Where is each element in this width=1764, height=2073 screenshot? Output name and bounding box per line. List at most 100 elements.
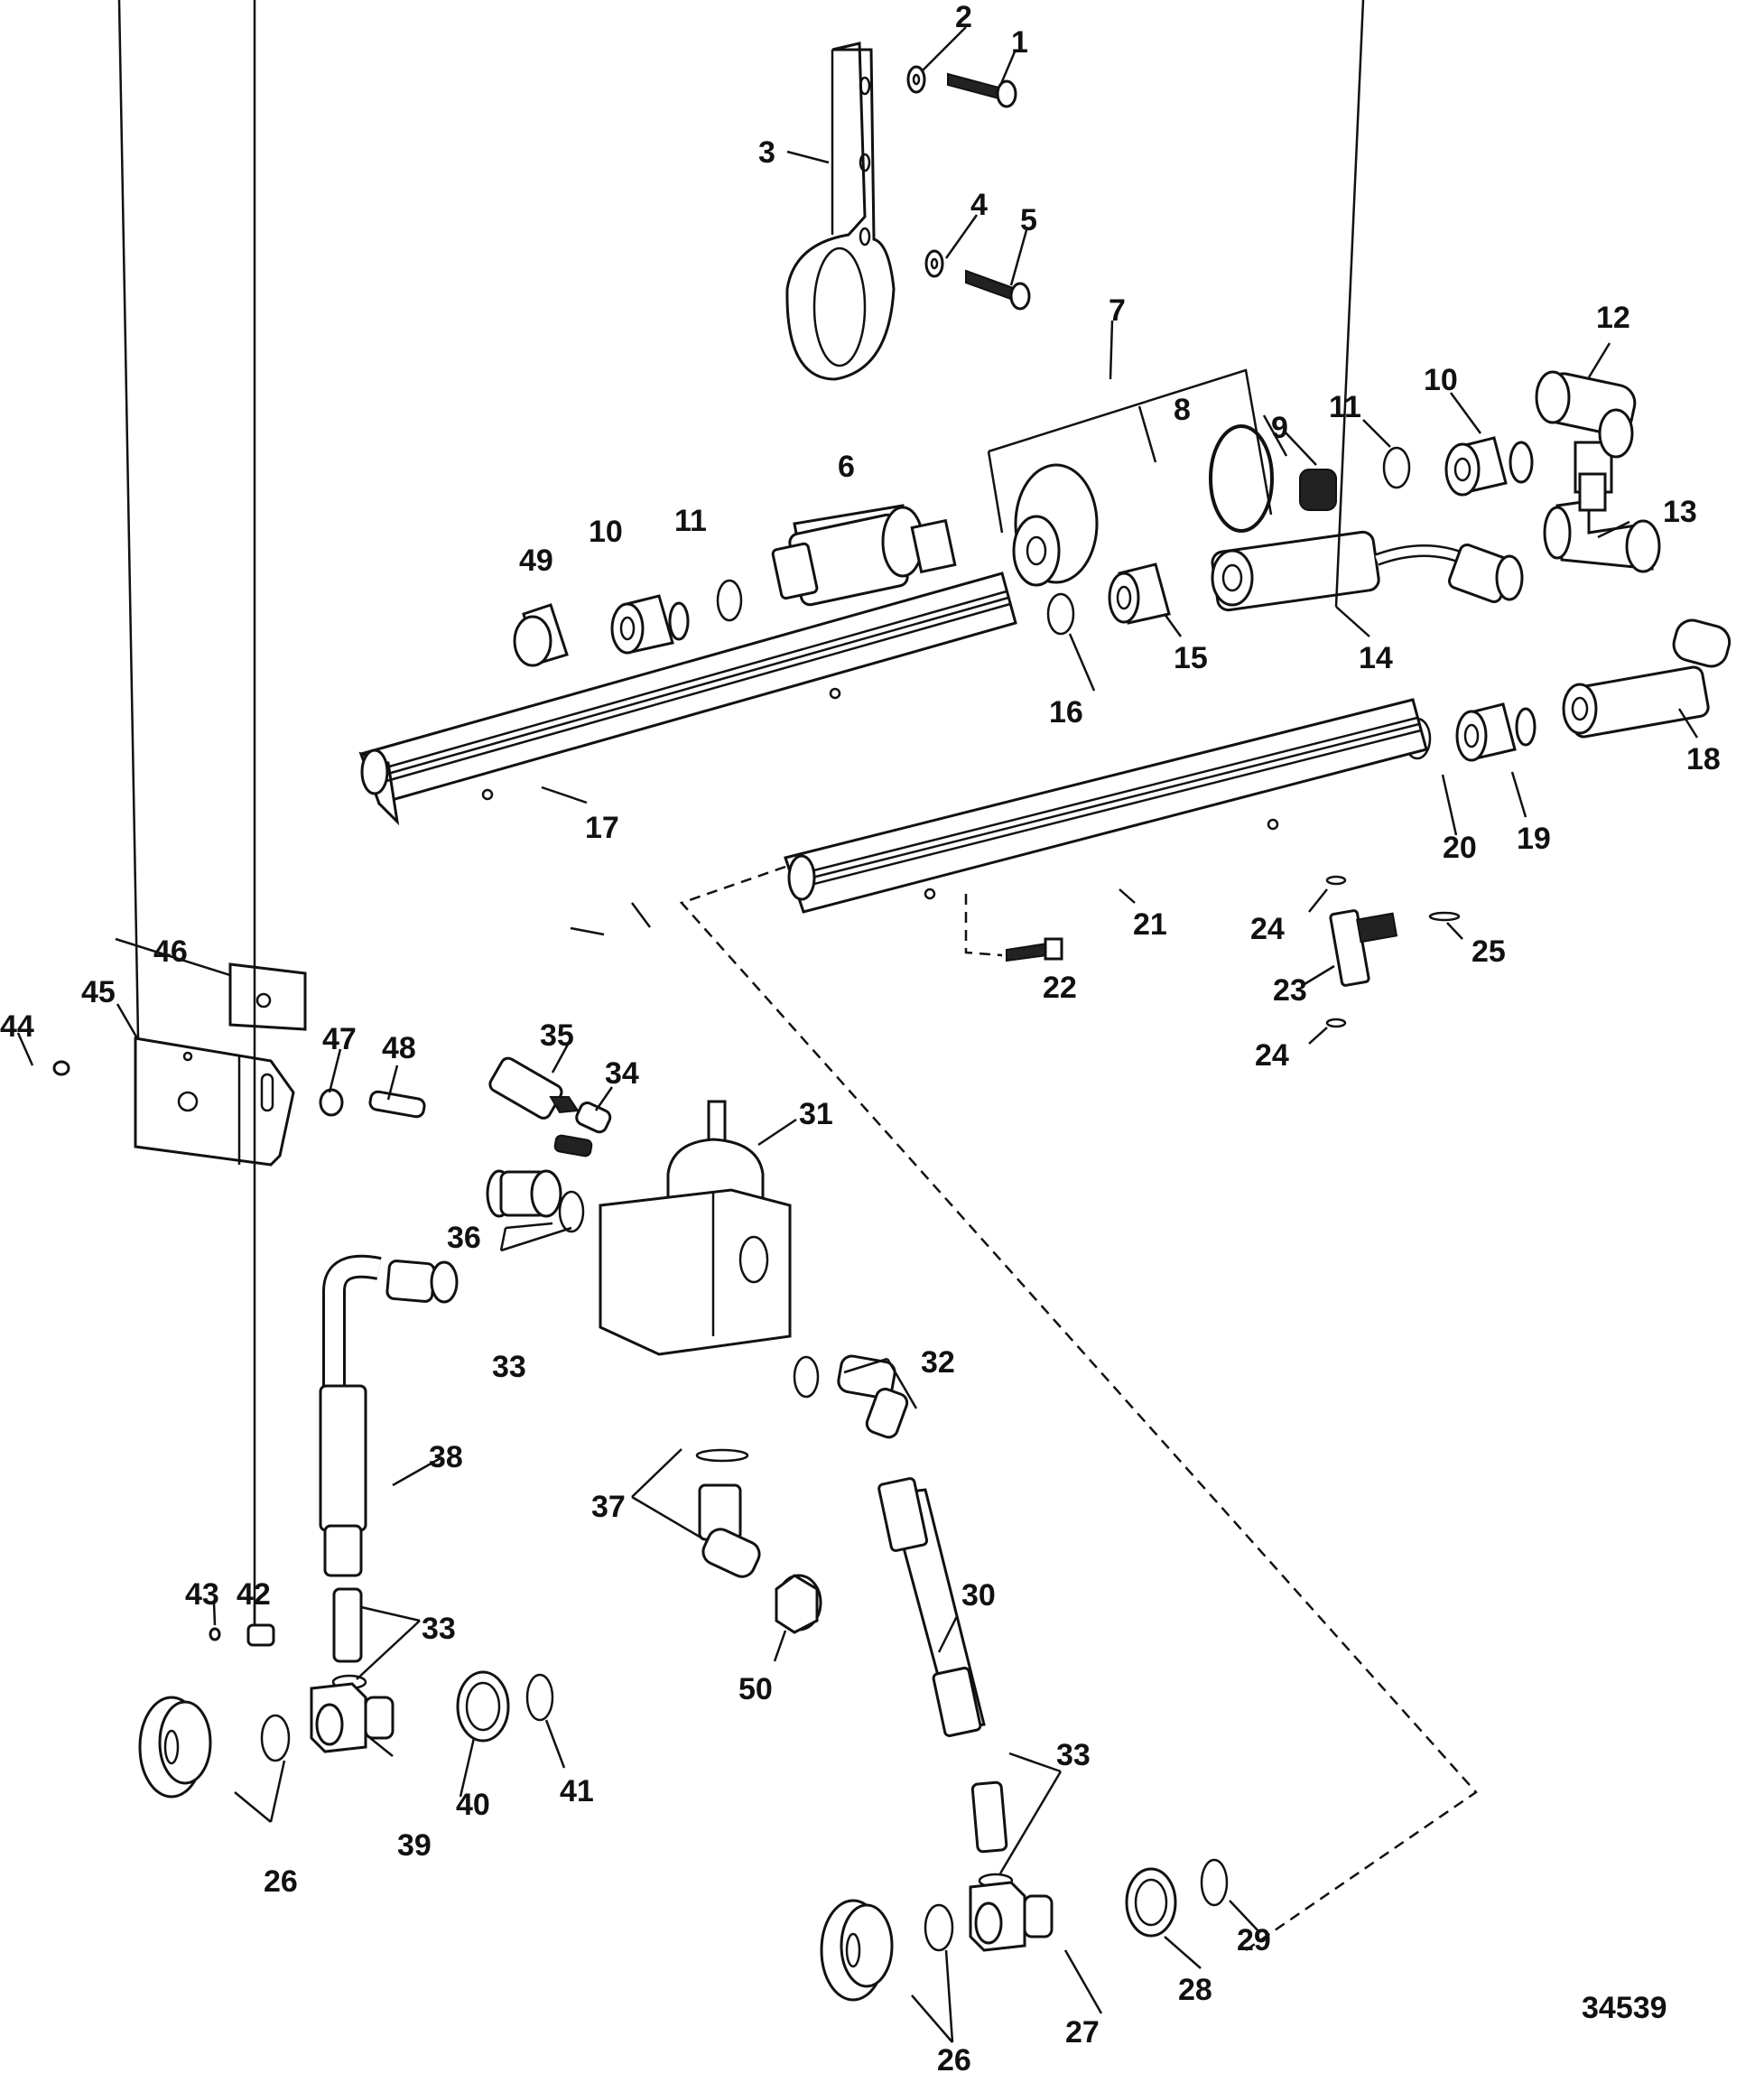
part-4-washer[interactable] (924, 249, 944, 278)
part-45-bracket[interactable] (134, 1036, 295, 1167)
part-8-o-ring[interactable] (1209, 424, 1274, 533)
callout-2: 2 (955, 0, 972, 34)
part-16-o-ring[interactable] (1046, 592, 1075, 636)
callout-5: 5 (1020, 203, 1037, 237)
part-25-clip[interactable] (1428, 911, 1461, 922)
part-10-fitting-top[interactable] (1444, 436, 1534, 497)
callout-8: 8 (1174, 393, 1191, 427)
part-19-fitting[interactable] (1455, 702, 1537, 762)
part-48-screw[interactable] (368, 1090, 426, 1119)
figure-id: 34539 (1582, 1991, 1667, 2025)
part-43-plug[interactable] (209, 1627, 221, 1641)
callout-30: 30 (961, 1578, 996, 1613)
part-10-fitting-left[interactable] (610, 594, 690, 655)
callout-7: 7 (1109, 293, 1126, 328)
part-33-fitting-right[interactable] (970, 1780, 1014, 1889)
part-26-fitting-left[interactable] (138, 1696, 291, 1799)
part-5-screw[interactable] (965, 269, 1031, 311)
callout-40: 40 (456, 1788, 490, 1822)
leader-lines-lower (16, 0, 1260, 2043)
part-46-plate[interactable] (228, 962, 307, 1031)
callout-25: 25 (1472, 934, 1506, 969)
callout-47: 47 (322, 1022, 357, 1056)
part-15-fitting[interactable] (1108, 562, 1171, 625)
callout-31: 31 (799, 1097, 833, 1131)
part-2-washer[interactable] (906, 65, 926, 94)
callout-9: 9 (1271, 411, 1288, 445)
part-29-o-ring[interactable] (1200, 1858, 1229, 1907)
part-30-hose[interactable] (877, 1477, 986, 1737)
part-7-filter-element[interactable] (1012, 463, 1099, 587)
part-11-o-ring-left[interactable] (716, 579, 743, 622)
part-26-fitting-right[interactable] (820, 1899, 954, 2002)
part-21-fuel-rail[interactable] (784, 698, 1428, 914)
part-7-kit-bracket (988, 368, 1273, 516)
part-6-filter-housing[interactable] (771, 504, 957, 607)
callout-35: 35 (540, 1018, 574, 1053)
part-39-tee-block[interactable] (310, 1682, 395, 1753)
callout-11-top: 11 (1329, 390, 1361, 424)
callout-41: 41 (560, 1774, 594, 1808)
callout-43: 43 (185, 1577, 219, 1612)
part-33-fitting-left[interactable] (331, 1587, 367, 1690)
callout-22: 22 (1043, 971, 1077, 1005)
part-41-o-ring[interactable] (525, 1673, 554, 1722)
part-47-washer[interactable] (319, 1088, 344, 1117)
part-32-elbow[interactable] (793, 1354, 909, 1440)
callout-19: 19 (1517, 822, 1551, 856)
callout-23: 23 (1273, 973, 1307, 1008)
part-42-fitting[interactable] (246, 1623, 275, 1647)
callout-42: 42 (237, 1577, 271, 1612)
part-18-hose[interactable] (1562, 617, 1733, 739)
callout-20: 20 (1443, 831, 1477, 865)
callout-38: 38 (429, 1440, 463, 1474)
callout-6: 6 (838, 450, 855, 484)
callout-33-upper: 33 (492, 1350, 526, 1384)
part-33-fitting-upper[interactable] (486, 1169, 585, 1233)
callout-11-left: 11 (674, 504, 707, 538)
callout-24-bottom: 24 (1255, 1038, 1289, 1073)
part-27-tee-block[interactable] (969, 1881, 1054, 1952)
callout-39: 39 (397, 1828, 432, 1863)
callout-50: 50 (738, 1672, 773, 1706)
part-50-cap[interactable] (775, 1574, 822, 1634)
part-31-regulator[interactable] (599, 1100, 792, 1356)
part-9-spring[interactable] (1299, 469, 1337, 511)
part-24-clip-bottom[interactable] (1325, 1018, 1347, 1028)
callout-12: 12 (1596, 301, 1630, 335)
part-44-nut[interactable] (52, 1060, 70, 1076)
callout-49: 49 (519, 544, 553, 578)
part-17-fuel-rail[interactable] (358, 572, 1017, 826)
callout-4: 4 (970, 188, 988, 222)
callout-10-top: 10 (1424, 363, 1458, 397)
callout-24-top: 24 (1250, 912, 1285, 946)
callout-16: 16 (1049, 695, 1083, 730)
callout-17: 17 (585, 811, 619, 845)
part-37-elbow[interactable] (695, 1448, 764, 1581)
part-38-hose[interactable] (319, 1254, 459, 1577)
part-22-bolt[interactable] (1006, 937, 1063, 962)
callout-3: 3 (758, 135, 775, 170)
callout-21: 21 (1133, 907, 1167, 942)
part-35-sensor[interactable] (487, 1055, 580, 1120)
part-36-fitting[interactable] (553, 1134, 593, 1157)
callout-33-left: 33 (422, 1612, 456, 1646)
part-40-nut[interactable] (456, 1670, 510, 1743)
part-14-hose[interactable] (1211, 530, 1524, 612)
part-34-fitting[interactable] (574, 1101, 612, 1134)
callout-46: 46 (153, 934, 188, 969)
callout-32: 32 (921, 1345, 955, 1380)
part-23-injector[interactable] (1329, 909, 1398, 987)
part-1-screw[interactable] (947, 72, 1017, 108)
callout-18: 18 (1686, 742, 1721, 776)
callout-48: 48 (382, 1031, 416, 1065)
part-24-clip-top[interactable] (1325, 875, 1347, 886)
part-13-tee[interactable] (1543, 472, 1661, 573)
part-28-nut[interactable] (1125, 1867, 1177, 1938)
part-11-o-ring-top[interactable] (1382, 446, 1411, 489)
part-49-cap[interactable] (513, 603, 569, 667)
callout-28: 28 (1178, 1973, 1212, 2007)
part-3-bracket[interactable] (785, 42, 896, 381)
callout-1: 1 (1011, 25, 1028, 60)
